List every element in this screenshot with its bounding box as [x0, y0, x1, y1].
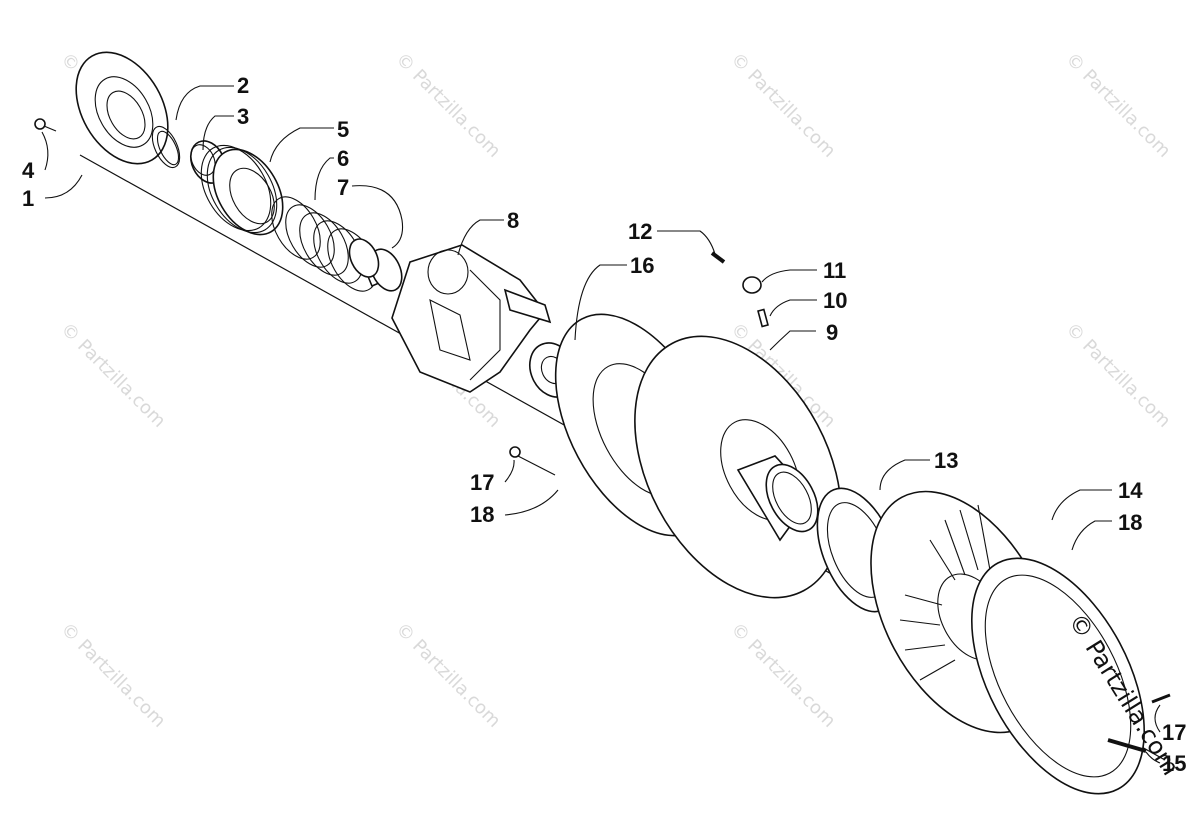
callout-8: 8 [507, 208, 519, 233]
watermark-text: © Partzilla.com [1061, 319, 1174, 432]
part-15-bolt [1107, 738, 1147, 753]
callout-labels: 2 3 4 1 5 6 7 8 12 16 11 10 9 13 17 18 1… [22, 73, 1186, 776]
part-11-roller [742, 276, 762, 294]
part-9-sheave [634, 335, 842, 599]
watermark-text: © Partzilla.com [56, 619, 169, 732]
callout-3: 3 [237, 104, 249, 129]
watermark-text: © Partzilla.com [726, 619, 839, 732]
callout-18-left: 18 [470, 502, 494, 527]
part-5-spring-cup [200, 144, 284, 236]
callout-11: 11 [823, 258, 846, 283]
callout-4: 4 [22, 158, 35, 183]
watermark-text: © Partzilla.com [726, 49, 839, 162]
callout-6: 6 [337, 146, 349, 171]
callout-18-right: 18 [1118, 510, 1142, 535]
part-8-cam-housing [391, 244, 552, 393]
part-17-bolt-right [1151, 693, 1171, 704]
callout-16: 16 [630, 253, 654, 278]
callout-10: 10 [823, 288, 847, 313]
callout-13: 13 [934, 448, 958, 473]
watermark-text: © Partzilla.com [391, 49, 504, 162]
part-1-cover-plate [75, 51, 169, 165]
part-12-pin [710, 251, 726, 264]
part-4-screw [34, 118, 57, 132]
watermark-text: © Partzilla.com [1061, 49, 1174, 162]
callout-14: 14 [1118, 478, 1143, 503]
part-17-bolt [509, 446, 556, 476]
leader-lines [41, 85, 1161, 764]
callout-17-left: 17 [470, 470, 494, 495]
part-18-plate [970, 557, 1146, 795]
watermark-text: © Partzilla.com [391, 619, 504, 732]
watermark-text: © Partzilla.com [56, 319, 169, 432]
callout-12: 12 [628, 219, 652, 244]
callout-9: 9 [826, 320, 838, 345]
callout-2: 2 [237, 73, 249, 98]
callout-15: 15 [1162, 751, 1186, 776]
part-7-sleeve [348, 238, 403, 292]
callout-7: 7 [337, 175, 349, 200]
callout-17-right: 17 [1162, 720, 1186, 745]
part-2-snap-ring [151, 125, 181, 169]
part-10-pin [757, 308, 769, 328]
callout-5: 5 [337, 117, 349, 142]
callout-1: 1 [22, 186, 34, 211]
